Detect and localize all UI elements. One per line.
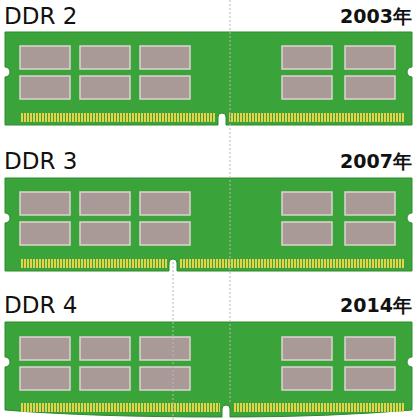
module-name: DDR 4 [4, 294, 77, 317]
release-year: 2003年 [340, 7, 412, 26]
notch-guide [173, 262, 174, 420]
release-year: 2014年 [340, 296, 412, 315]
module-name: DDR 2 [4, 5, 77, 28]
ddr3-module [5, 178, 412, 271]
module-name: DDR 3 [4, 150, 77, 173]
release-year: 2007年 [340, 152, 412, 171]
ddr2-module [5, 32, 412, 125]
ddr4-module [5, 322, 412, 417]
notch-guide [230, 0, 231, 404]
